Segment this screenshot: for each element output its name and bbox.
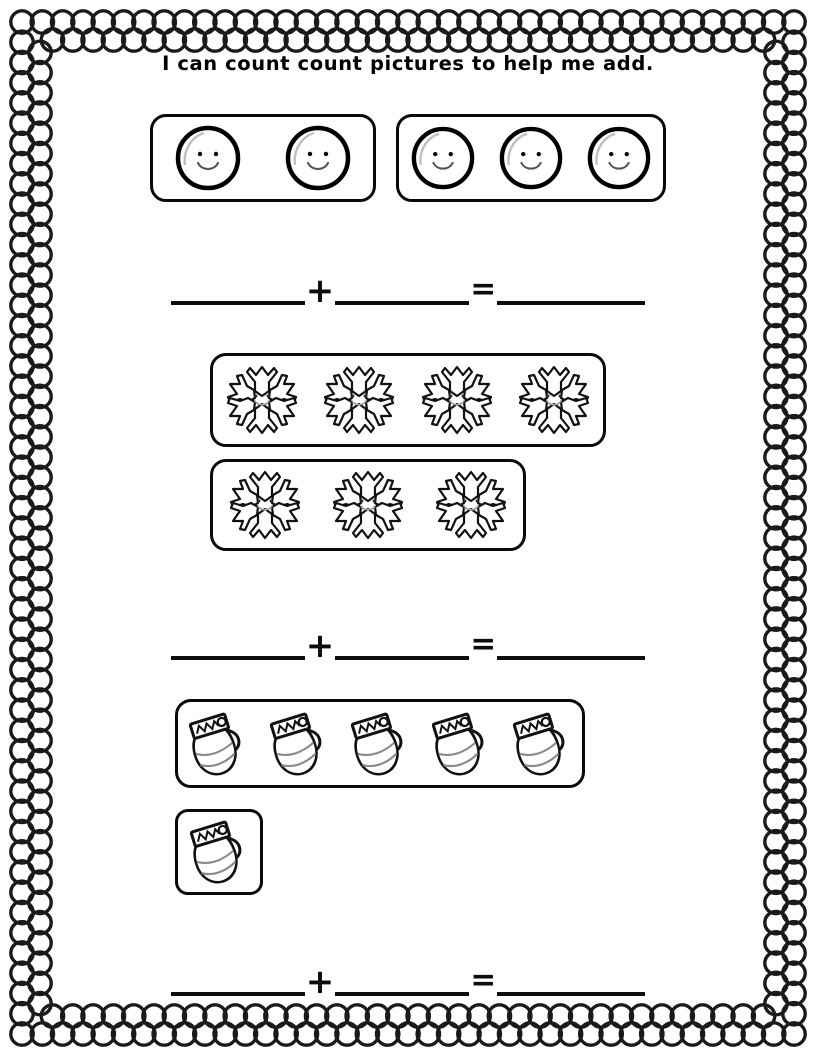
picture-group-box	[175, 809, 263, 895]
addend-two-blank[interactable]	[335, 656, 470, 660]
snowball-icon	[499, 126, 563, 190]
picture-group-box	[210, 353, 606, 447]
equals-sign: =	[470, 961, 497, 998]
mitten-icon	[350, 712, 403, 775]
mitten-icon	[431, 712, 484, 775]
mitten-icon	[512, 712, 564, 775]
equation-row: + =	[48, 953, 768, 999]
plus-sign: +	[305, 626, 335, 667]
picture-group-box	[396, 114, 666, 202]
snowball-icon	[285, 125, 351, 191]
addend-one-blank[interactable]	[170, 656, 305, 660]
addend-two-blank[interactable]	[335, 301, 470, 305]
equals-sign: =	[470, 625, 497, 662]
plus-sign: +	[305, 271, 335, 312]
equals-sign: =	[470, 270, 497, 307]
snowflake-icon	[436, 470, 507, 540]
snowball-icon	[587, 126, 651, 190]
content-area: I can count count pictures to help me ad…	[48, 40, 768, 1016]
mitten-icon	[270, 712, 322, 775]
mitten-icon	[189, 820, 242, 884]
equation-row: + =	[48, 262, 768, 308]
mitten-icon	[189, 712, 241, 775]
picture-group-box	[175, 699, 585, 788]
addend-two-blank[interactable]	[335, 992, 470, 996]
snowflake-icon	[226, 365, 297, 435]
equation-row: + =	[48, 617, 768, 663]
snowball-icon	[411, 126, 475, 190]
sum-blank[interactable]	[497, 992, 646, 996]
snowflake-icon	[519, 365, 590, 435]
plus-sign: +	[305, 962, 335, 1003]
snowball-icon	[175, 125, 241, 191]
page-title: I can count count pictures to help me ad…	[162, 52, 654, 75]
snowflake-icon	[324, 365, 395, 435]
addend-one-blank[interactable]	[170, 992, 305, 996]
picture-group-box	[150, 114, 376, 202]
snowflake-icon	[229, 470, 300, 540]
sum-blank[interactable]	[497, 656, 646, 660]
sum-blank[interactable]	[497, 301, 646, 305]
snowflake-icon	[421, 365, 492, 435]
picture-group-box	[210, 459, 526, 551]
addend-one-blank[interactable]	[170, 301, 305, 305]
snowflake-icon	[332, 470, 404, 540]
